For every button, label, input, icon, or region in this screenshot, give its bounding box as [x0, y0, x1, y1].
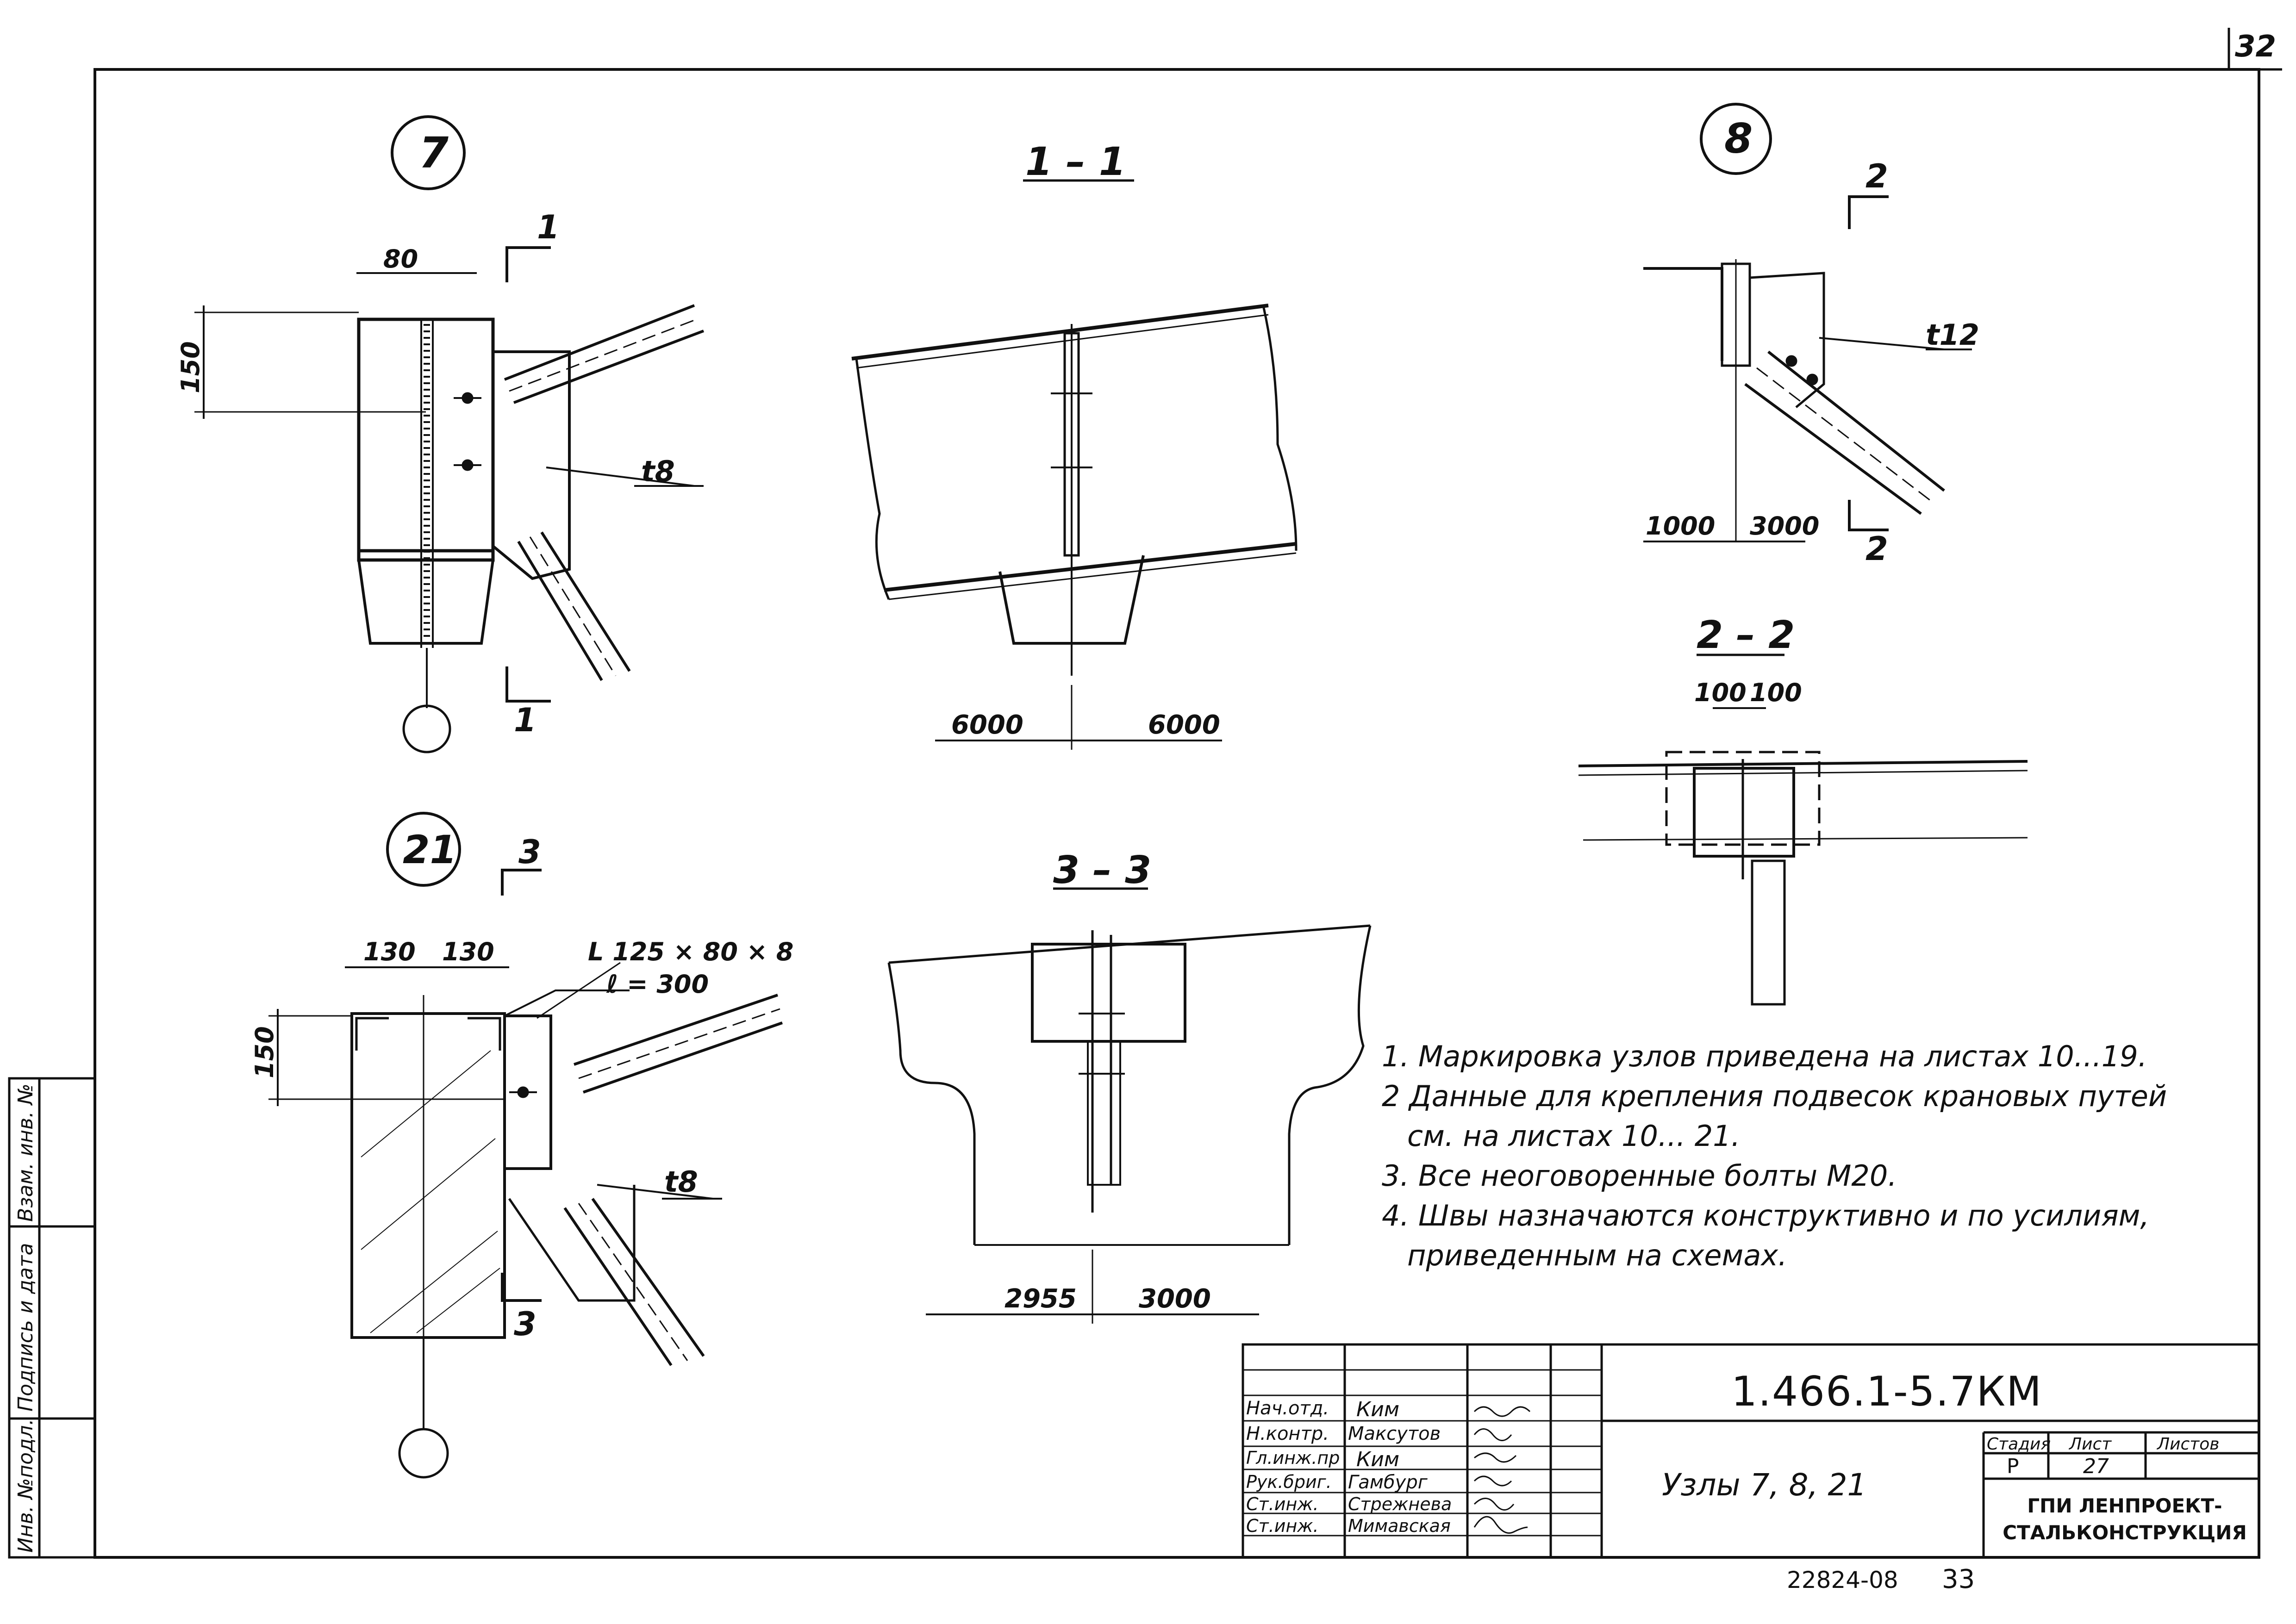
node-8-dim-right: 3000: [1750, 511, 1819, 541]
note-2: 2 Данные для крепления подвесок крановых…: [1382, 1079, 2167, 1113]
document-code: 1.466.1-5.7КМ: [1731, 1368, 2042, 1415]
node-21-plate: t8: [664, 1165, 698, 1199]
node-8-section-mark-bottom: 2: [1866, 530, 1888, 568]
section-2-2-dim-a: 100: [1694, 678, 1747, 707]
role-4: Рук.бриг.: [1246, 1472, 1332, 1492]
node-21-angle-label: L 125 × 80 × 8: [588, 937, 793, 966]
archive-page: 33: [1942, 1564, 1975, 1594]
role-3: Гл.инж.пр: [1246, 1448, 1340, 1468]
node-21-section-mark-top: 3: [518, 833, 541, 871]
section-3-3: [887, 887, 1372, 1324]
node-7: [194, 115, 705, 753]
sidebar-vzam-inv: Взам. инв. №: [14, 1083, 37, 1222]
node-8-plate: t12: [1926, 318, 1979, 352]
section-3-3-dim-left: 2955: [1004, 1284, 1077, 1314]
name-2: Максутов: [1348, 1423, 1441, 1444]
name-5: Стрежнева: [1348, 1494, 1452, 1514]
sheet-label: Лист: [2069, 1435, 2112, 1454]
node-21-mark: 21: [403, 827, 457, 872]
sidebar-strip: [8, 1077, 96, 1559]
name-3: Ким: [1356, 1448, 1400, 1471]
section-1-1-title: 1 – 1: [1025, 139, 1126, 184]
page-number: 32: [2235, 30, 2276, 64]
node-21-section-mark-bottom: 3: [514, 1305, 537, 1343]
node-21-dim-b: 130: [442, 937, 494, 966]
section-2-2-dim-b: 100: [1750, 678, 1802, 707]
section-2-2-title: 2 – 2: [1697, 613, 1795, 657]
role-1: Нач.отд.: [1246, 1398, 1329, 1419]
section-1-1-dim-left: 6000: [951, 710, 1023, 740]
stage-value: Р: [2007, 1455, 2019, 1478]
note-4: 4. Швы назначаются конструктивно и по ус…: [1382, 1199, 2150, 1232]
sheet-title: Узлы 7, 8, 21: [1662, 1467, 1867, 1503]
sheets-label: Листов: [2157, 1435, 2220, 1454]
node-7-dim-height: 150: [176, 341, 205, 393]
note-1: 1. Маркировка узлов приведена на листах …: [1382, 1039, 2147, 1073]
sidebar-inv-no: Инв. №подл.: [14, 1419, 37, 1553]
section-2-2: [1578, 653, 2028, 1006]
name-4: Гамбург: [1348, 1472, 1428, 1493]
node-8-mark-circle: [1700, 103, 1772, 175]
name-6: Мимавская: [1348, 1516, 1451, 1536]
archive-number: 22824-08: [1787, 1567, 1898, 1593]
sheet-frame: [94, 68, 2260, 1559]
node-8-section-mark-top: 2: [1866, 157, 1888, 195]
node-7-dim-width: 80: [383, 244, 418, 274]
node-7-plate: t8: [641, 454, 675, 488]
node-7-mark-circle: [391, 115, 466, 190]
section-1-1: [851, 179, 1298, 750]
node-7-section-mark-bottom: 1: [514, 701, 537, 739]
node-21-length-label: ℓ = 300: [606, 970, 709, 999]
section-3-3-title: 3 – 3: [1053, 848, 1151, 892]
stage-label: Стадия: [1987, 1435, 2051, 1454]
node-8: [1643, 103, 1972, 542]
title-block: [1242, 1343, 2260, 1559]
node-8-dim-left: 1000: [1646, 511, 1715, 541]
node-21-dim-a: 130: [363, 937, 416, 966]
node-21: [268, 812, 783, 1479]
node-21-dim-height: 150: [250, 1026, 279, 1078]
role-6: Ст.инж.: [1246, 1516, 1319, 1536]
node-7-section-mark-top: 1: [537, 208, 560, 246]
section-3-3-dim-right: 3000: [1139, 1284, 1211, 1314]
name-1: Ким: [1356, 1398, 1400, 1421]
organization: ГПИ ЛЕНПРОЕКТ- СТАЛЬКОНСТРУКЦИЯ: [1990, 1493, 2259, 1546]
node-8-mark: 8: [1724, 115, 1753, 162]
sheet-value: 27: [2083, 1455, 2109, 1478]
role-2: Н.контр.: [1246, 1423, 1329, 1444]
notes-block: 1. Маркировка узлов приведена на листах …: [1382, 1037, 2229, 1276]
node-21-mark-circle: [386, 812, 461, 887]
role-5: Ст.инж.: [1246, 1494, 1319, 1514]
note-4-cont: приведенным на схемах.: [1407, 1238, 1787, 1272]
sidebar-signature-date: Подпись и дата: [14, 1243, 37, 1412]
note-2-cont: см. на листах 10... 21.: [1407, 1119, 1741, 1153]
organization-line1: ГПИ ЛЕНПРОЕКТ-: [2027, 1494, 2222, 1517]
node-7-mark: 7: [419, 128, 449, 178]
note-3: 3. Все неоговоренные болты М20.: [1382, 1159, 1897, 1193]
organization-line2: СТАЛЬКОНСТРУКЦИЯ: [2003, 1521, 2247, 1544]
section-1-1-dim-right: 6000: [1148, 710, 1220, 740]
